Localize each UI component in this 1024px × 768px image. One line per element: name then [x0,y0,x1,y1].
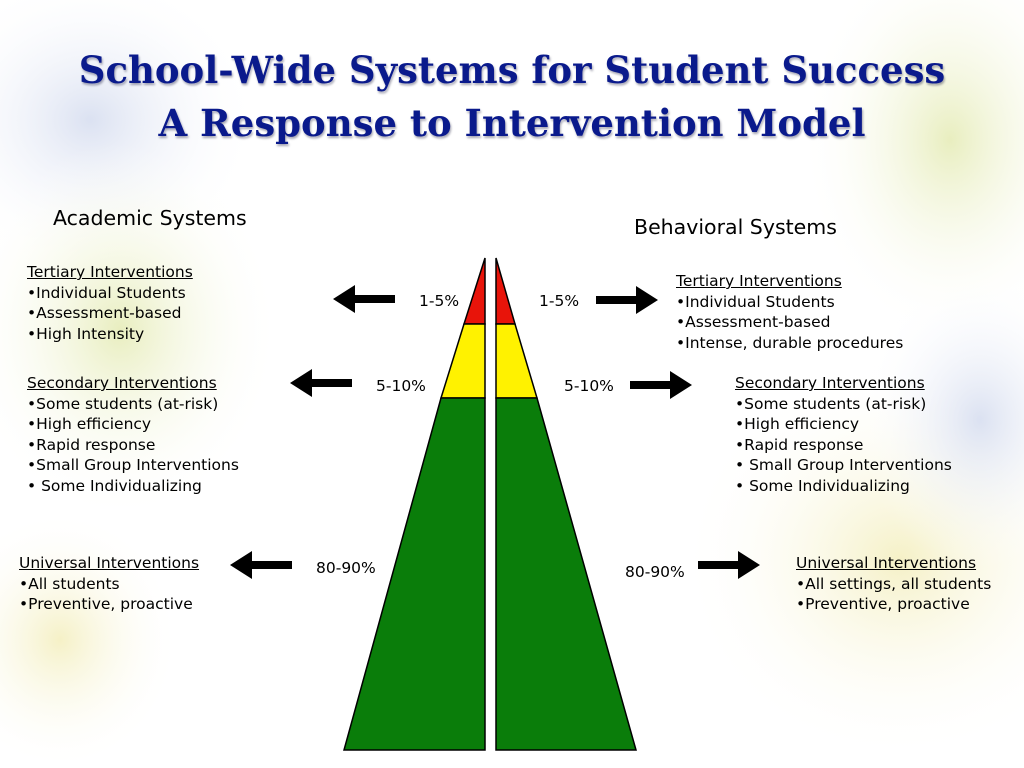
academic-universal-tier [343,397,486,751]
list-item: •High Intensity [27,324,145,343]
list-item: •Individual Students [27,283,186,302]
behavioral-tertiary-percent: 1-5% [539,292,580,310]
academic-universal-list: •All students •Preventive, proactive [19,574,199,615]
academic-secondary-percent: 5-10% [376,377,426,395]
behavioral-secondary-tier [495,323,539,399]
academic-secondary-heading: Secondary Interventions [27,374,217,392]
academic-tertiary-percent: 1-5% [419,292,460,310]
behavioral-tertiary-block: Tertiary Interventions •Individual Stude… [676,271,903,353]
academic-secondary-list: •Some students (at-risk) •High efficienc… [27,394,239,497]
behavioral-universal-percent: 80-90% [625,563,685,581]
behavioral-pyramid-half [495,257,637,751]
behavioral-universal-list: •All settings, all students •Preventive,… [796,574,991,615]
list-item: •High efficiency [27,415,152,433]
academic-secondary-block: Secondary Interventions •Some students (… [27,373,239,496]
slide-title-line-1: School-Wide Systems for Student Success [78,48,946,92]
list-item: •Preventive, proactive [19,595,193,613]
left-arrow-icon [290,369,352,397]
behavioral-secondary-percent: 5-10% [564,377,614,395]
behavioral-tertiary-tier [495,257,516,325]
right-arrow-icon [630,371,692,399]
academic-universal-percent: 80-90% [316,559,376,577]
left-arrow-icon [333,285,395,313]
behavioral-tertiary-heading: Tertiary Interventions [676,272,842,290]
behavioral-secondary-block: Secondary Interventions •Some students (… [735,373,952,496]
academic-universal-heading: Universal Interventions [19,554,200,572]
list-item: •Small Group Interventions [27,456,239,474]
list-item: •All students [19,574,120,593]
academic-tertiary-block: Tertiary Interventions •Individual Stude… [27,262,193,344]
academic-tertiary-tier [462,257,486,325]
list-item: • Some Individualizing [735,476,910,495]
left-arrow-icon [230,551,292,579]
behavioral-universal-tier [495,397,637,751]
list-item: •Some students (at-risk) [735,394,927,413]
right-arrow-icon [596,286,658,314]
list-item: •Intense, durable procedures [676,333,904,352]
list-item: •Assessment-based [27,304,182,322]
list-item: •Assessment-based [676,313,831,331]
academic-systems-heading: Academic Systems [53,206,247,230]
behavioral-tertiary-list: •Individual Students •Assessment-based •… [676,292,903,354]
list-item: •Rapid response [735,435,864,454]
behavioral-secondary-list: •Some students (at-risk) •High efficienc… [735,394,952,497]
academic-tertiary-heading: Tertiary Interventions [27,263,193,281]
academic-pyramid-half [343,257,486,751]
list-item: • Some Individualizing [27,476,202,495]
list-item: •Individual Students [676,292,835,311]
behavioral-secondary-heading: Secondary Interventions [735,374,925,392]
academic-tertiary-list: •Individual Students •Assessment-based •… [27,283,193,345]
list-item: •Some students (at-risk) [27,394,219,413]
list-item: • Small Group Interventions [735,456,952,474]
behavioral-systems-heading: Behavioral Systems [634,215,837,239]
list-item: •Preventive, proactive [796,595,970,613]
behavioral-universal-heading: Universal Interventions [796,554,977,572]
right-arrow-icon [698,551,760,579]
academic-secondary-tier [439,323,486,399]
slide-title-line-2: A Response to Intervention Model [158,101,866,145]
academic-universal-block: Universal Interventions •All students •P… [19,553,199,615]
list-item: •High efficiency [735,415,860,433]
list-item: •All settings, all students [796,574,992,593]
behavioral-universal-block: Universal Interventions •All settings, a… [796,553,991,615]
list-item: •Rapid response [27,435,156,454]
